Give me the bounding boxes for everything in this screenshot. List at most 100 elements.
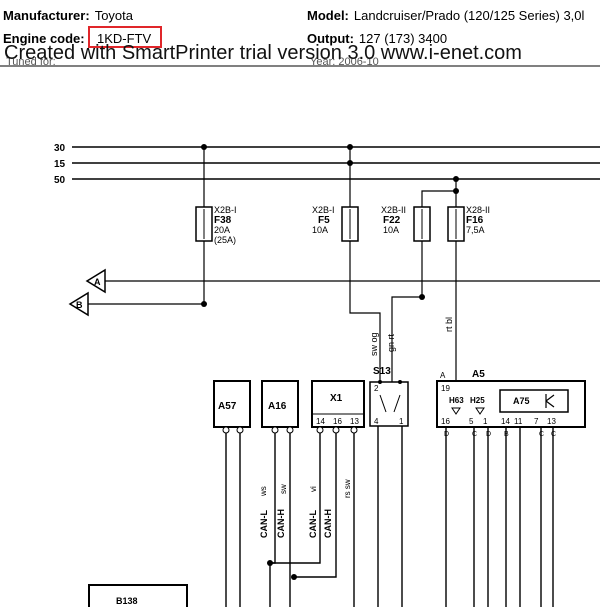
output-field: Output: 127 (173) 3400 [307, 31, 447, 46]
pin-dot [286, 426, 294, 434]
pin-label: 5 [469, 417, 474, 426]
switch-contact [379, 394, 387, 413]
fuse-name: F16 [466, 215, 484, 226]
pin-label: 13 [350, 417, 359, 426]
fuse-location: X2B-I [214, 205, 237, 215]
wire-color-label: gn rt [386, 333, 396, 352]
feed-wires [203, 147, 457, 207]
wire-color-label: rt bl [444, 317, 454, 332]
wire [270, 433, 321, 564]
power-rails [72, 146, 600, 180]
a5-label: A5 [472, 369, 485, 380]
pin-dot [222, 426, 230, 434]
module-x1: X1 14 16 13 [311, 380, 365, 434]
fuse-alt-rating: (25A) [214, 235, 236, 245]
s13-label: S13 [373, 366, 391, 377]
a16-label: A16 [268, 401, 287, 412]
wire [294, 433, 337, 578]
fuse-rating: 10A [312, 225, 328, 235]
pin-dot [398, 380, 402, 384]
pin-label: 11 [514, 417, 523, 426]
a75-body [499, 389, 569, 413]
fuse-output-wires [203, 241, 457, 382]
wire [349, 241, 381, 382]
a57-body [213, 380, 251, 428]
rail-15-label: 15 [54, 159, 66, 170]
fuse-f5: X2B-I F5 10A [312, 205, 359, 242]
h25-label: H25 [470, 396, 485, 405]
model-value: Landcruiser/Prado (120/125 Series) 3,0l [353, 8, 585, 23]
pin-label: 13 [547, 417, 556, 426]
pin-label: 7 [534, 417, 539, 426]
fuse-name: F38 [214, 215, 232, 226]
switch-s13: S13 2 4 1 [369, 366, 409, 427]
wire [391, 241, 423, 382]
pin-dot [236, 426, 244, 434]
wire-color-label: vi [309, 486, 318, 492]
engine-code-value: 1KD-FTV [97, 31, 152, 46]
fuse-name: F5 [318, 215, 330, 226]
pin-label: 16 [441, 417, 450, 426]
x1-label: X1 [330, 393, 343, 404]
can-label: CAN-H [276, 509, 286, 538]
engine-label: Engine code: [3, 31, 85, 46]
fuse-rating: 10A [383, 225, 399, 235]
wire-color-label: rs sw [343, 479, 352, 498]
pin-dot [378, 380, 382, 384]
pin-dot [271, 426, 279, 434]
wire-color-label: ws [259, 486, 268, 497]
manufacturer-value: Toyota [94, 8, 133, 23]
b138-body [88, 584, 188, 607]
engine-highlight-box [88, 26, 162, 48]
pin-label: 16 [333, 417, 342, 426]
bus-wires [225, 426, 554, 607]
ghost-text-left: Tuned for: [6, 56, 56, 68]
rail-50-label: 50 [54, 175, 66, 186]
can-label: CAN-L [259, 510, 269, 538]
ghost-text-right: Year: 2006-10 [310, 56, 379, 68]
fuse-name: F22 [383, 215, 401, 226]
pin-dot [350, 426, 358, 434]
fuse-location: X28-II [466, 205, 490, 215]
connector-a-label: A [94, 277, 101, 287]
a57-label: A57 [218, 401, 237, 412]
engine-field: Engine code: [3, 31, 85, 46]
fuse-f16: X28-II F16 7,5A [447, 205, 490, 242]
h63-label: H63 [449, 396, 464, 405]
fuse-f22: X2B-II F22 10A [381, 205, 431, 242]
model-label: Model: [307, 8, 349, 23]
switch-contact [393, 394, 401, 413]
output-value: 127 (173) 3400 [358, 31, 448, 46]
connector-a: A [85, 268, 600, 294]
wire [269, 433, 276, 607]
can-label: CAN-H [323, 509, 333, 538]
pin-label: 4 [374, 417, 379, 426]
pin-label: 1 [399, 417, 404, 426]
pin-label: A [440, 371, 446, 380]
transistor-icon [545, 394, 555, 408]
pin-label: 2 [374, 384, 379, 393]
trial-watermark: Created with SmartPrinter trial version … [4, 42, 522, 64]
rail-30-label: 30 [54, 143, 66, 154]
b138-label: B138 [116, 596, 138, 606]
pin-label: 14 [316, 417, 325, 426]
pin-dot [332, 426, 340, 434]
module-a16: A16 [261, 380, 299, 434]
a75-label: A75 [513, 396, 530, 406]
connector-b: B [68, 291, 204, 317]
a16-body [261, 380, 299, 428]
manufacturer-label: Manufacturer: [3, 8, 90, 23]
fuse-f38: X2B-I F38 20A (25A) [195, 205, 237, 245]
model-field: Model: Landcruiser/Prado (120/125 Series)… [307, 8, 584, 23]
pin-label: 19 [441, 384, 450, 393]
s13-body [369, 381, 409, 427]
manufacturer-field: Manufacturer: Toyota [3, 8, 133, 23]
module-a5: A A5 19 H63 H25 A75 16 5 1 14 11 7 13 D … [436, 369, 586, 438]
x1-body [311, 380, 365, 428]
fuse-location: X2B-II [381, 205, 406, 215]
pin-dot [316, 426, 324, 434]
wire-color-label: sw og [369, 332, 379, 356]
output-label: Output: [307, 31, 354, 46]
wire [421, 179, 457, 207]
